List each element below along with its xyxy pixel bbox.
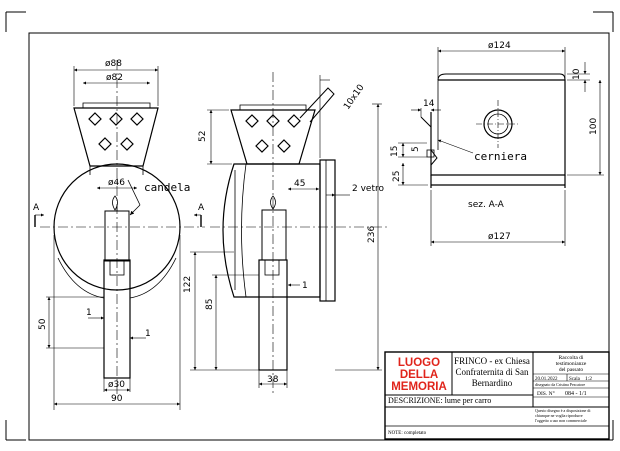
title-block	[384, 351, 610, 440]
label-hinge: cerniera	[474, 150, 527, 163]
dim-side-shade-height: 52	[198, 131, 208, 142]
dim-section-height: 100	[589, 118, 599, 135]
dim-front-top-inner: ø82	[106, 73, 123, 83]
drawing-no-label: DIS. N°	[537, 390, 555, 397]
side-dim-lines	[190, 72, 390, 395]
note-line-3: l'oggetto a uso non commerciale	[535, 418, 587, 423]
section-dim-lines	[398, 47, 604, 246]
dim-front-base-dia: ø30	[108, 380, 125, 390]
section-mark-left: A	[33, 203, 40, 213]
dim-front-tube-height: 50	[38, 318, 48, 330]
front-centerlines	[34, 60, 205, 395]
dim-front-tube-wall: 1	[86, 308, 92, 318]
dim-front-tube-wall-2: 1	[145, 329, 151, 339]
dim-side-depth: 45	[294, 179, 305, 189]
dim-section-top: ø124	[488, 41, 511, 51]
dim-side-glass: 2 vetro	[352, 184, 384, 194]
drawing-number: 084 - 1/1	[565, 391, 587, 397]
description: DESCRIZIONE: lume per carro	[388, 396, 491, 405]
collection-line-1: Raccolta di	[559, 355, 584, 361]
hinge	[420, 116, 438, 166]
side-bracket	[299, 87, 335, 123]
dim-section-hinge-width: 14	[423, 99, 435, 109]
designer-line: disegnato da Cristina Pescatore	[535, 382, 585, 387]
logo-line-2: DELLA	[400, 369, 438, 381]
dim-front-width: 90	[111, 394, 123, 404]
dim-section-5: 5	[411, 146, 421, 152]
side-view	[222, 87, 336, 371]
drawing-date: 20.01.2022	[535, 377, 558, 382]
sheet-frame	[5, 11, 614, 441]
dim-side-wall: 1	[302, 281, 308, 291]
dim-front-top-outer: ø88	[105, 59, 122, 69]
logo-line-3: MEMORIA	[391, 381, 447, 393]
dim-side-height: 236	[367, 226, 377, 243]
dim-side-lower: 122	[183, 276, 193, 293]
shade-diamonds	[88, 112, 144, 151]
dim-section-25: 25	[392, 171, 402, 182]
note-line-2: chiunque ne voglia riprodurre	[535, 413, 583, 418]
section-mark-right: A	[198, 203, 205, 213]
front-dim-lines	[46, 66, 181, 410]
section-view	[420, 73, 566, 188]
note-line-1: Questo disegno è a disposizione di	[535, 408, 591, 413]
side-shade	[230, 109, 316, 165]
dim-section-bottom: ø127	[488, 232, 511, 242]
title-line-1: FRINCO - ex Chiesa	[454, 356, 530, 366]
dim-front-candle-dia: ø46	[108, 178, 125, 188]
title-line-3: Bernardino	[472, 378, 513, 388]
notes: NOTE: completato	[388, 431, 427, 436]
front-shade	[73, 107, 159, 167]
title-line-2: Confraternita di San	[456, 367, 529, 377]
collection-line-3: del passato	[559, 367, 584, 373]
dim-side-base: 38	[267, 375, 279, 385]
scale-label: Scala	[569, 377, 581, 382]
dim-side-mid: 85	[205, 299, 215, 310]
dim-section-15: 15	[390, 146, 400, 157]
label-candle: candela	[144, 181, 190, 194]
side-body	[222, 163, 321, 298]
dim-side-bracket: 10x10	[342, 83, 367, 112]
logo-line-1: LUOGO	[398, 357, 440, 369]
collection-line-2: testimonianze	[556, 361, 587, 367]
scale-value: 1:2	[585, 376, 592, 382]
label-section-name: sez. A-A	[468, 200, 505, 210]
dim-section-lip: 10	[572, 68, 582, 80]
